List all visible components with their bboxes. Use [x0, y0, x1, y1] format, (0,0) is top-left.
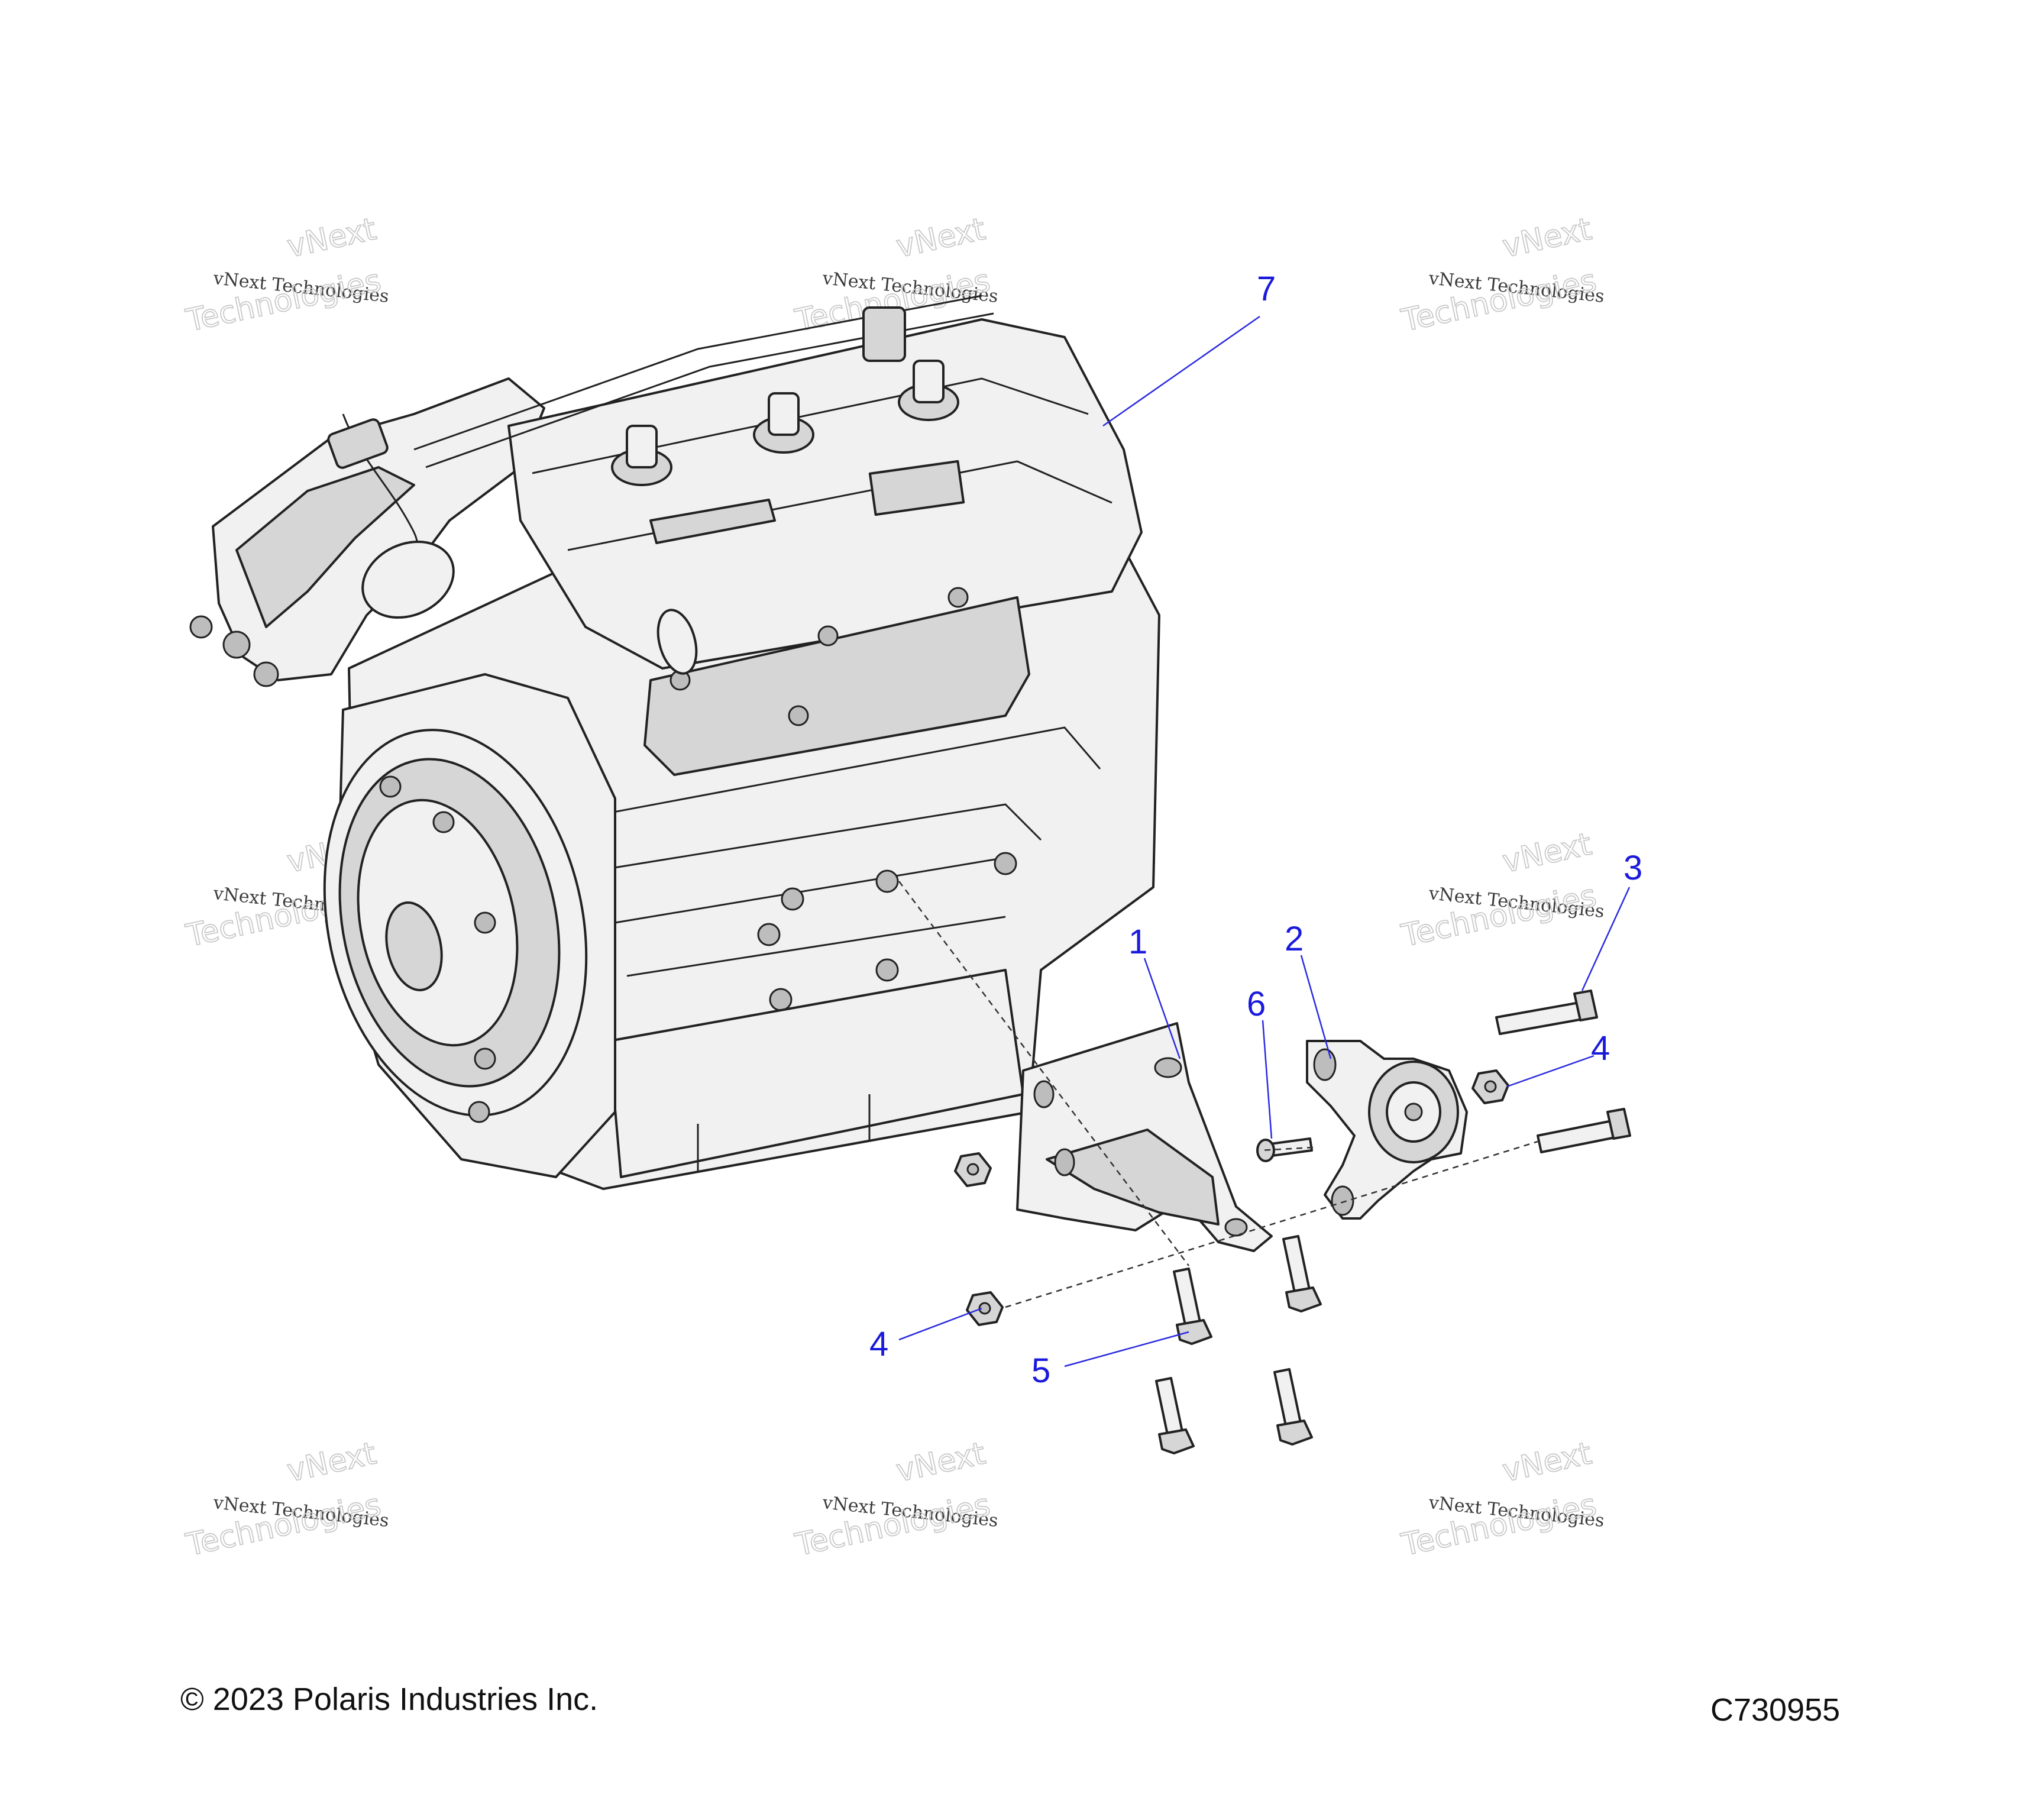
mount-bolt-3	[1155, 1377, 1195, 1454]
engine-mount-isolator	[1306, 1040, 1468, 1220]
watermark-text: Technologies	[1398, 263, 1599, 339]
bolt-upper	[1495, 990, 1598, 1035]
flange-nut-upper	[954, 1152, 992, 1187]
assembly-centerlines	[898, 881, 1538, 1308]
watermark-text: Technologies	[792, 1488, 993, 1563]
callout-5: 5	[1031, 1352, 1050, 1390]
engine-mount-bracket	[1016, 1022, 1273, 1252]
flange-nut-left	[966, 1291, 1004, 1326]
mount-bolt-2	[1282, 1235, 1322, 1312]
bolt-lower	[1537, 1108, 1631, 1153]
callout-1: 1	[1128, 923, 1147, 961]
watermark-text: Technologies	[183, 1488, 384, 1563]
callout-6: 6	[1247, 985, 1266, 1023]
watermark-text: vNext	[284, 1436, 379, 1489]
callout-3: 3	[1623, 849, 1642, 887]
watermark-text: Technologies	[1398, 878, 1599, 954]
watermark-text: vNext	[893, 211, 988, 264]
watermark-text: vNext	[893, 1436, 988, 1489]
watermark-text: vNext	[284, 211, 379, 264]
callout-4-left: 4	[869, 1325, 888, 1363]
figure-code: C730955	[1710, 1692, 1841, 1728]
callout-4-right: 4	[1591, 1029, 1610, 1068]
callout-2: 2	[1285, 920, 1304, 958]
callouts: 7 3 1 2 6 4 4 5	[869, 270, 1642, 1390]
coil-packs	[611, 360, 959, 486]
watermark-text: Technologies	[1398, 1488, 1599, 1563]
engine-assembly	[189, 295, 1160, 1190]
watermark-text: Technologies	[183, 263, 384, 339]
watermark-text: vNext	[1499, 211, 1595, 264]
callout-7: 7	[1257, 270, 1276, 308]
mount-bolt-1	[1173, 1268, 1212, 1345]
leader-lines	[898, 315, 1631, 1367]
watermark-text: vNext	[1499, 826, 1595, 880]
watermark-text: vNext	[1499, 1436, 1595, 1489]
copyright-notice: © 2023 Polaris Industries Inc.	[180, 1682, 599, 1717]
mount-bolt-4	[1273, 1368, 1313, 1446]
flange-nut-right	[1471, 1069, 1509, 1104]
